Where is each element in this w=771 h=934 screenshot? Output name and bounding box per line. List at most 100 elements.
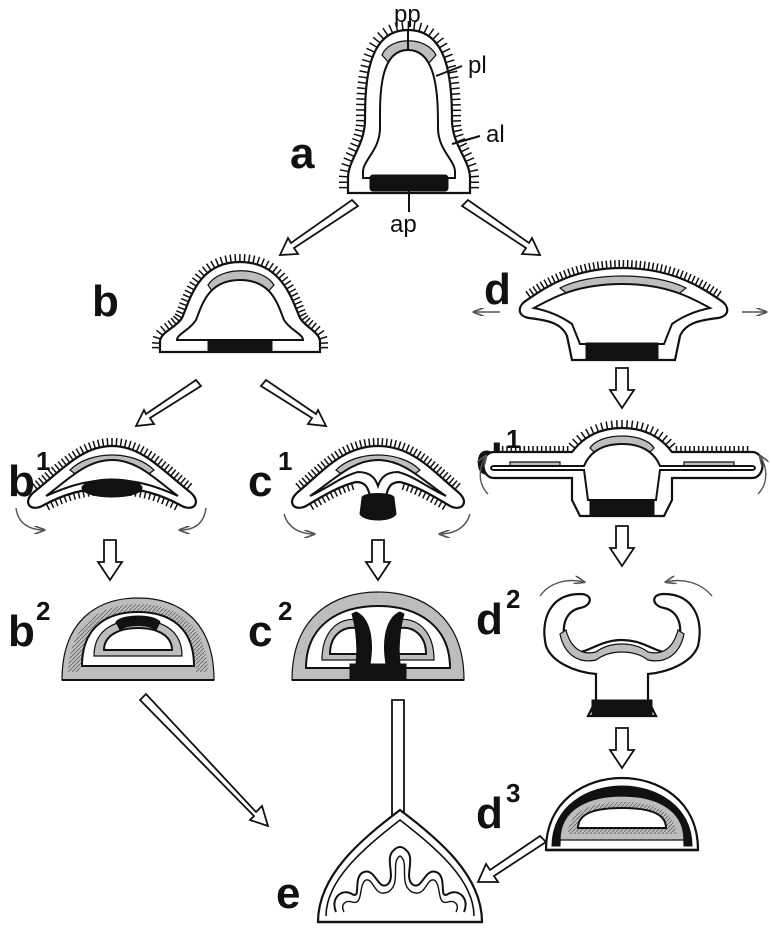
cilium: [140, 446, 144, 453]
cilium: [648, 262, 649, 270]
cilium: [580, 265, 582, 273]
cilium: [662, 435, 667, 441]
stage-label-d2-sup: 2: [506, 584, 520, 614]
cilium: [120, 439, 121, 447]
cilium: [69, 454, 74, 461]
cilium: [340, 170, 349, 172]
cilium: [452, 125, 461, 126]
cilium: [402, 443, 405, 450]
cilium: [177, 475, 182, 481]
cilium: [436, 467, 441, 473]
cilium: [253, 256, 255, 264]
cilium: [429, 29, 434, 36]
arrow-b-to-c1: [261, 380, 326, 426]
cilium: [328, 456, 333, 462]
stage-d2-outer-body: [544, 594, 699, 716]
cilium: [296, 483, 301, 489]
cilium: [93, 441, 95, 449]
cilium: [386, 439, 387, 447]
cilium: [125, 440, 127, 448]
cilium: [355, 130, 364, 132]
cilium: [272, 266, 277, 272]
cilium: [461, 148, 469, 152]
cilium: [636, 421, 638, 429]
cilium: [439, 470, 444, 476]
cilium: [410, 447, 414, 454]
cilium: [596, 424, 599, 432]
cilium: [364, 439, 365, 447]
arrow-b-to-b1: [136, 380, 201, 426]
cilium: [413, 449, 417, 456]
stage-b1-figure: [28, 438, 196, 510]
cilium: [171, 318, 176, 324]
stage-label-c2-sup: 2: [278, 596, 292, 626]
cilium: [318, 464, 323, 470]
cilium: [298, 310, 305, 313]
cilium: [171, 470, 176, 476]
cilium: [207, 264, 212, 271]
stage-b2-figure: [62, 598, 214, 680]
cilium: [362, 60, 371, 63]
cilium: [167, 467, 172, 473]
cilium: [383, 28, 388, 35]
cilium: [161, 326, 166, 332]
cilium: [178, 307, 185, 310]
cilium: [533, 286, 537, 293]
cilium: [154, 456, 159, 462]
cilium: [606, 421, 608, 429]
cilium: [632, 421, 633, 429]
cilium: [211, 261, 215, 268]
cilium: [147, 451, 151, 458]
cilium: [80, 446, 84, 453]
cilium: [664, 265, 666, 273]
cilium: [165, 323, 170, 329]
cilium: [156, 330, 162, 335]
cilium: [348, 148, 356, 152]
cilium: [344, 158, 352, 161]
cilium: [452, 481, 457, 487]
cilium: [175, 314, 182, 318]
cilium: [244, 254, 245, 262]
stage-label-b1-sup: 1: [36, 446, 50, 476]
stage-b1-left-curl-arrow: [16, 508, 44, 530]
arrow-a-to-b: [280, 200, 358, 255]
cilium: [433, 33, 439, 40]
cilium: [102, 439, 103, 447]
cilium: [695, 278, 699, 285]
cilium: [540, 282, 544, 289]
cilium: [585, 264, 587, 272]
stage-a-apical-plate: [370, 175, 448, 191]
cilium: [51, 467, 56, 473]
cilium: [398, 441, 400, 449]
stage-c1-right-curl-arrow: [440, 514, 470, 534]
cilium: [636, 261, 637, 269]
cilium: [601, 423, 603, 431]
label-al: al: [486, 121, 505, 148]
cilium: [680, 271, 683, 278]
cilium: [339, 449, 343, 456]
cilium: [676, 269, 679, 277]
cilium: [424, 25, 428, 33]
cilium: [577, 435, 582, 441]
cilium: [136, 444, 139, 451]
stage-label-d3-sup: 3: [506, 778, 520, 808]
cilium: [257, 257, 259, 265]
cilium: [296, 305, 303, 308]
cilium: [308, 472, 313, 478]
cilium: [552, 276, 556, 283]
label-pp: pp: [394, 1, 421, 28]
cilium: [548, 278, 552, 285]
cilium: [449, 77, 458, 78]
cilium: [39, 478, 44, 484]
cilium: [168, 321, 173, 327]
cilium: [181, 299, 188, 302]
cilium: [593, 262, 594, 270]
cilium: [406, 445, 409, 452]
cilium: [279, 273, 285, 278]
cilium: [468, 163, 477, 166]
stage-c1-apical-plate: [360, 494, 396, 521]
cilium: [447, 66, 456, 68]
cilium: [220, 257, 222, 265]
cilium: [710, 286, 714, 293]
